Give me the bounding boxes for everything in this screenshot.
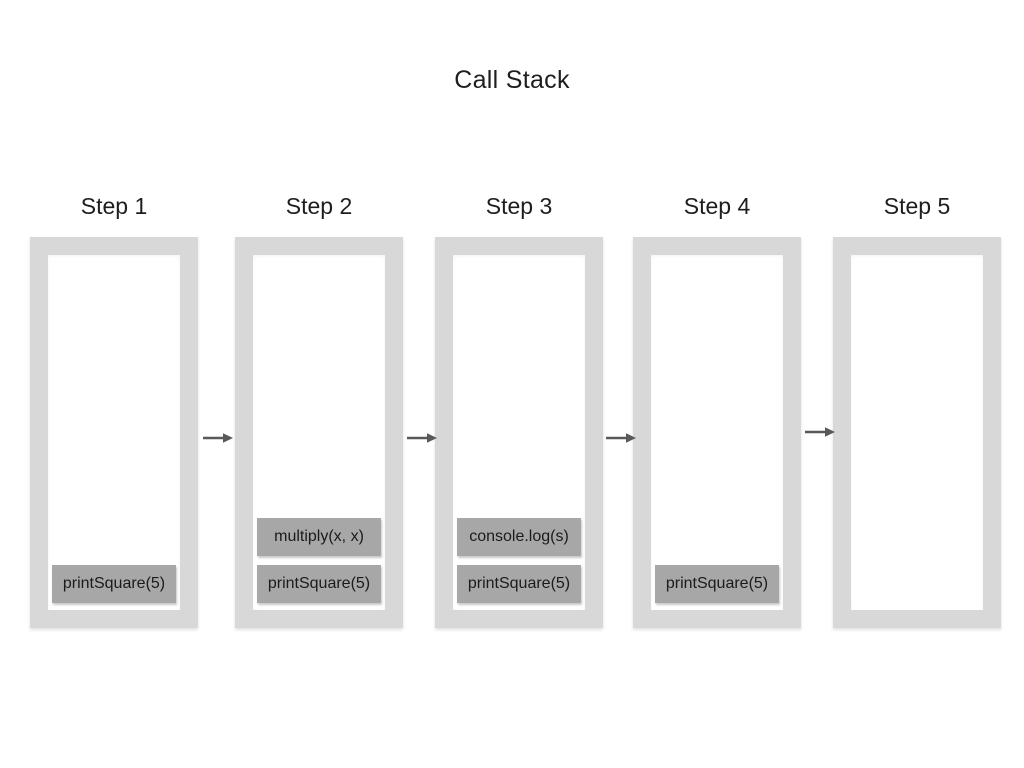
stack-frame: printSquare(5) (257, 565, 381, 603)
step-1-label: Step 1 (80, 193, 148, 219)
arrow-right-icon (606, 433, 636, 443)
stack-frame: printSquare(5) (457, 565, 581, 603)
stack-panel: printSquare(5) (651, 255, 783, 610)
stack-frame: multiply(x, x) (257, 518, 381, 556)
stack-panel: printSquare(5) (48, 255, 180, 610)
step-2-label: Step 2 (285, 193, 353, 219)
stack-column-step-5 (833, 237, 1001, 628)
stack-column-step-1: printSquare(5) (30, 237, 198, 628)
diagram-title: Call Stack (454, 66, 570, 94)
stack-panel: console.log(s) printSquare(5) (453, 255, 585, 610)
arrow-right-icon (805, 427, 835, 437)
step-3-label: Step 3 (485, 193, 553, 219)
stack-column-step-2: multiply(x, x) printSquare(5) (235, 237, 403, 628)
arrow-right-icon (407, 433, 437, 443)
stack-frame: console.log(s) (457, 518, 581, 556)
stack-column-step-4: printSquare(5) (633, 237, 801, 628)
arrow-right-icon (203, 433, 233, 443)
step-5-label: Step 5 (883, 193, 951, 219)
stack-frame: printSquare(5) (52, 565, 176, 603)
step-4-label: Step 4 (683, 193, 751, 219)
stack-frame: printSquare(5) (655, 565, 779, 603)
stack-panel (851, 255, 983, 610)
stack-panel: multiply(x, x) printSquare(5) (253, 255, 385, 610)
stack-column-step-3: console.log(s) printSquare(5) (435, 237, 603, 628)
